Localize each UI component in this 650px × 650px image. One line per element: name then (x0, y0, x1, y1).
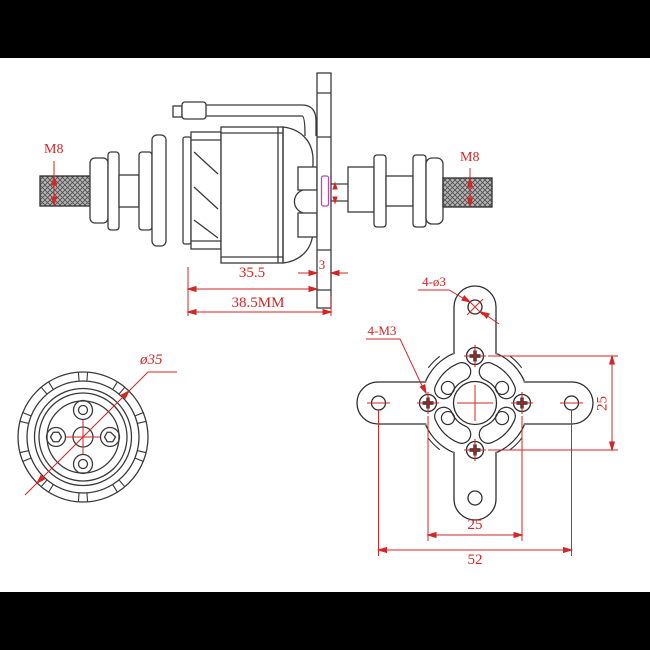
left-prop-adapter (89, 134, 167, 247)
dim-screw-spacing-horizontal: 25 (467, 517, 483, 533)
mount-view-dimensions (366, 289, 618, 556)
mount-cutouts (428, 356, 522, 450)
side-view (39, 72, 493, 309)
dim-screw-spacing-vertical: 25 (594, 396, 611, 411)
front-view-dimension (24, 371, 177, 496)
dim-overall-length: 38.5MM (231, 295, 285, 311)
right-prop-shaft-thread (442, 177, 493, 208)
side-view-dimensions (50, 161, 474, 316)
shaft-bore (452, 380, 498, 426)
dim-thread-right-label: M8 (460, 150, 480, 165)
letterbox-bottom (0, 592, 650, 650)
front-screw-bosses (45, 399, 121, 475)
left-prop-shaft-thread (39, 175, 93, 207)
right-prop-adapter (331, 154, 444, 228)
callout-screw-holes: 4-M3 (367, 323, 397, 338)
motor-body (182, 126, 318, 264)
dim-body-length: 35.5 (238, 265, 266, 281)
dim-thread-left-label: M8 (44, 142, 64, 157)
dim-plate-thickness: 3 (318, 257, 326, 272)
dim-motor-diameter: ø35 (140, 352, 163, 368)
callout-arm-holes: 4-ø3 (422, 274, 446, 289)
shaft-collar (320, 175, 330, 207)
dim-arm-hole-spacing: 52 (467, 552, 483, 568)
letterbox-top (0, 0, 650, 58)
motor-wire-tube (172, 101, 317, 137)
